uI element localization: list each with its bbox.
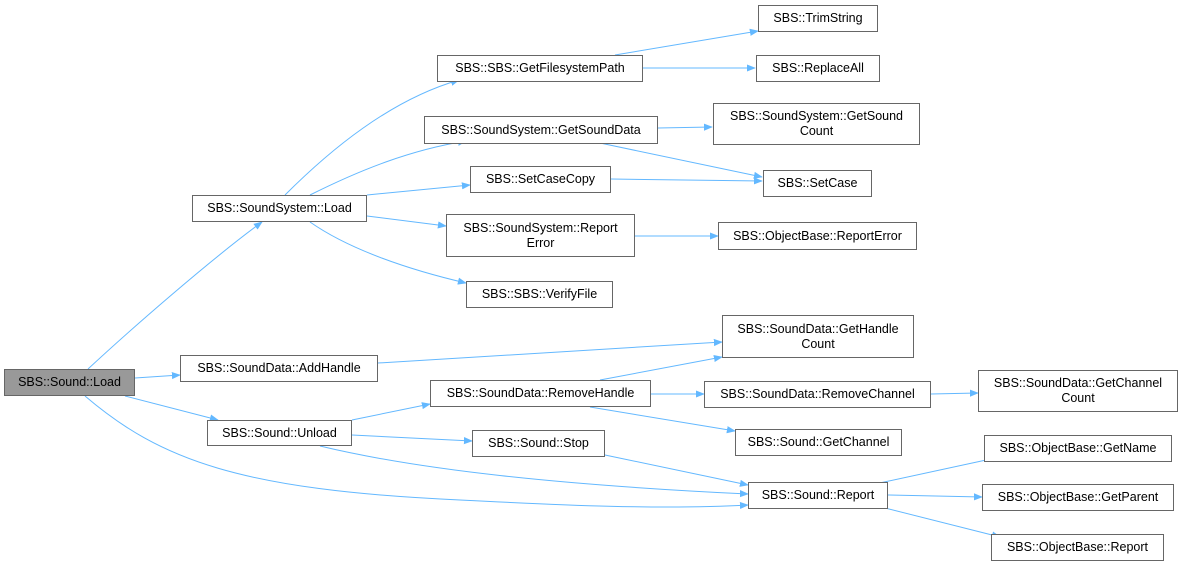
- node-label-line-1: SBS::SoundData::GetHandle: [737, 321, 899, 336]
- edge-getsounddata-to-setcase: [599, 142, 763, 179]
- node-add-handle[interactable]: SBS::SoundData::AddHandle: [180, 355, 378, 382]
- edge-removehandle-to-getchannel: [589, 406, 736, 434]
- edge-load-to-unload: [124, 395, 219, 422]
- node-label: SBS::Sound::Unload: [222, 425, 337, 440]
- node-label: SBS::SetCase: [777, 176, 858, 190]
- node-trim-string[interactable]: SBS::TrimString: [758, 5, 878, 32]
- edge-unload-to-stop: [351, 434, 473, 445]
- node-sound-report[interactable]: SBS::Sound::Report: [748, 482, 888, 509]
- node-label: SBS::SoundData::RemoveHandle: [446, 386, 635, 400]
- node-verify-file[interactable]: SBS::SBS::VerifyFile: [466, 281, 613, 308]
- node-objectbase-report[interactable]: SBS::ObjectBase::Report: [991, 534, 1164, 561]
- edge-removehandle-to-handlecount: [599, 354, 723, 381]
- node-soundsystem-report-error[interactable]: SBS::SoundSystem::Report Error: [446, 214, 635, 257]
- node-objectbase-report-error[interactable]: SBS::ObjectBase::ReportError: [718, 222, 917, 250]
- edge-load-to-soundsystem-load: [87, 221, 263, 370]
- node-set-case-copy[interactable]: SBS::SetCaseCopy: [470, 166, 611, 193]
- node-label: SBS::SoundSystem::GetSoundData: [441, 122, 641, 137]
- node-label: SBS::Sound::GetChannel: [747, 435, 890, 449]
- edge-unload-to-report: [319, 445, 749, 498]
- node-get-handle-count[interactable]: SBS::SoundData::GetHandle Count: [722, 315, 914, 358]
- edge-removechannel-to-channelcount: [930, 389, 979, 397]
- node-soundsystem-load[interactable]: SBS::SoundSystem::Load: [192, 195, 367, 222]
- node-label: SBS::TrimString: [773, 11, 863, 25]
- node-get-name[interactable]: SBS::ObjectBase::GetName: [984, 435, 1172, 462]
- node-remove-channel[interactable]: SBS::SoundData::RemoveChannel: [704, 381, 931, 408]
- node-replace-all[interactable]: SBS::ReplaceAll: [756, 55, 880, 82]
- node-label: SBS::SetCaseCopy: [485, 172, 596, 186]
- edge-report-to-getparent: [887, 493, 983, 501]
- edge-load-to-report: [84, 395, 749, 510]
- node-get-filesystem-path[interactable]: SBS::SBS::GetFilesystemPath: [437, 55, 643, 82]
- node-get-sound-count[interactable]: SBS::SoundSystem::GetSound Count: [713, 103, 920, 145]
- edge-ssload-to-get-sound-data: [309, 138, 467, 196]
- edge-addhandle-to-handlecount: [377, 338, 723, 364]
- node-label-line-2: Count: [801, 336, 835, 351]
- node-label-line-2: Count: [1061, 391, 1095, 405]
- node-label: SBS::Sound::Stop: [488, 436, 589, 450]
- node-label: SBS::Sound::Report: [761, 488, 875, 502]
- edge-setcasecopy-to-setcase: [610, 177, 763, 185]
- node-set-case[interactable]: SBS::SetCase: [763, 170, 872, 197]
- edge-report-to-getname: [874, 455, 1001, 485]
- node-label-line-1: SBS::SoundData::GetChannel: [993, 376, 1163, 390]
- node-get-channel-count[interactable]: SBS::SoundData::GetChannel Count: [978, 370, 1178, 412]
- edge-report-to-objbasereport: [884, 507, 1001, 539]
- node-label-line-2: Count: [799, 124, 834, 138]
- node-label: SBS::ObjectBase::GetName: [999, 441, 1157, 455]
- edge-ssload-to-filesystem-path: [284, 78, 460, 196]
- node-sound-unload[interactable]: SBS::Sound::Unload: [207, 420, 352, 446]
- edge-ssload-to-verify-file: [309, 221, 467, 285]
- edge-ssload-to-report-error: [366, 215, 447, 229]
- edge-unload-to-removehandle: [351, 402, 431, 421]
- node-label: SBS::SoundData::AddHandle: [197, 361, 361, 375]
- edge-fspath-to-trim: [614, 28, 759, 56]
- node-label: SBS::ReplaceAll: [772, 61, 864, 75]
- node-label: SBS::SoundData::RemoveChannel: [720, 387, 915, 401]
- node-label-line-2: Error: [526, 235, 555, 250]
- node-get-sound-data[interactable]: SBS::SoundSystem::GetSoundData: [424, 116, 658, 144]
- node-get-parent[interactable]: SBS::ObjectBase::GetParent: [982, 484, 1174, 511]
- node-label-line-1: SBS::SoundSystem::Report: [463, 220, 618, 235]
- edge-stop-to-report: [604, 454, 749, 487]
- node-label: SBS::SBS::GetFilesystemPath: [455, 61, 625, 75]
- node-label: SBS::ObjectBase::Report: [1006, 540, 1149, 554]
- edge-load-to-add-handle: [134, 371, 181, 380]
- node-sound-stop[interactable]: SBS::Sound::Stop: [472, 430, 605, 457]
- node-label: SBS::SoundSystem::Load: [207, 201, 352, 215]
- node-label: SBS::ObjectBase::ReportError: [733, 228, 902, 243]
- node-get-channel[interactable]: SBS::Sound::GetChannel: [735, 429, 902, 456]
- node-label: SBS::ObjectBase::GetParent: [997, 490, 1159, 504]
- node-label: SBS::SBS::VerifyFile: [481, 287, 598, 301]
- node-sound-load[interactable]: SBS::Sound::Load: [4, 369, 135, 396]
- node-label: SBS::Sound::Load: [18, 375, 121, 389]
- node-remove-handle[interactable]: SBS::SoundData::RemoveHandle: [430, 380, 651, 407]
- node-label-line-1: SBS::SoundSystem::GetSound: [729, 109, 904, 123]
- edge-ssload-to-set-case-copy: [366, 182, 471, 196]
- edge-getsounddata-to-count: [657, 123, 713, 131]
